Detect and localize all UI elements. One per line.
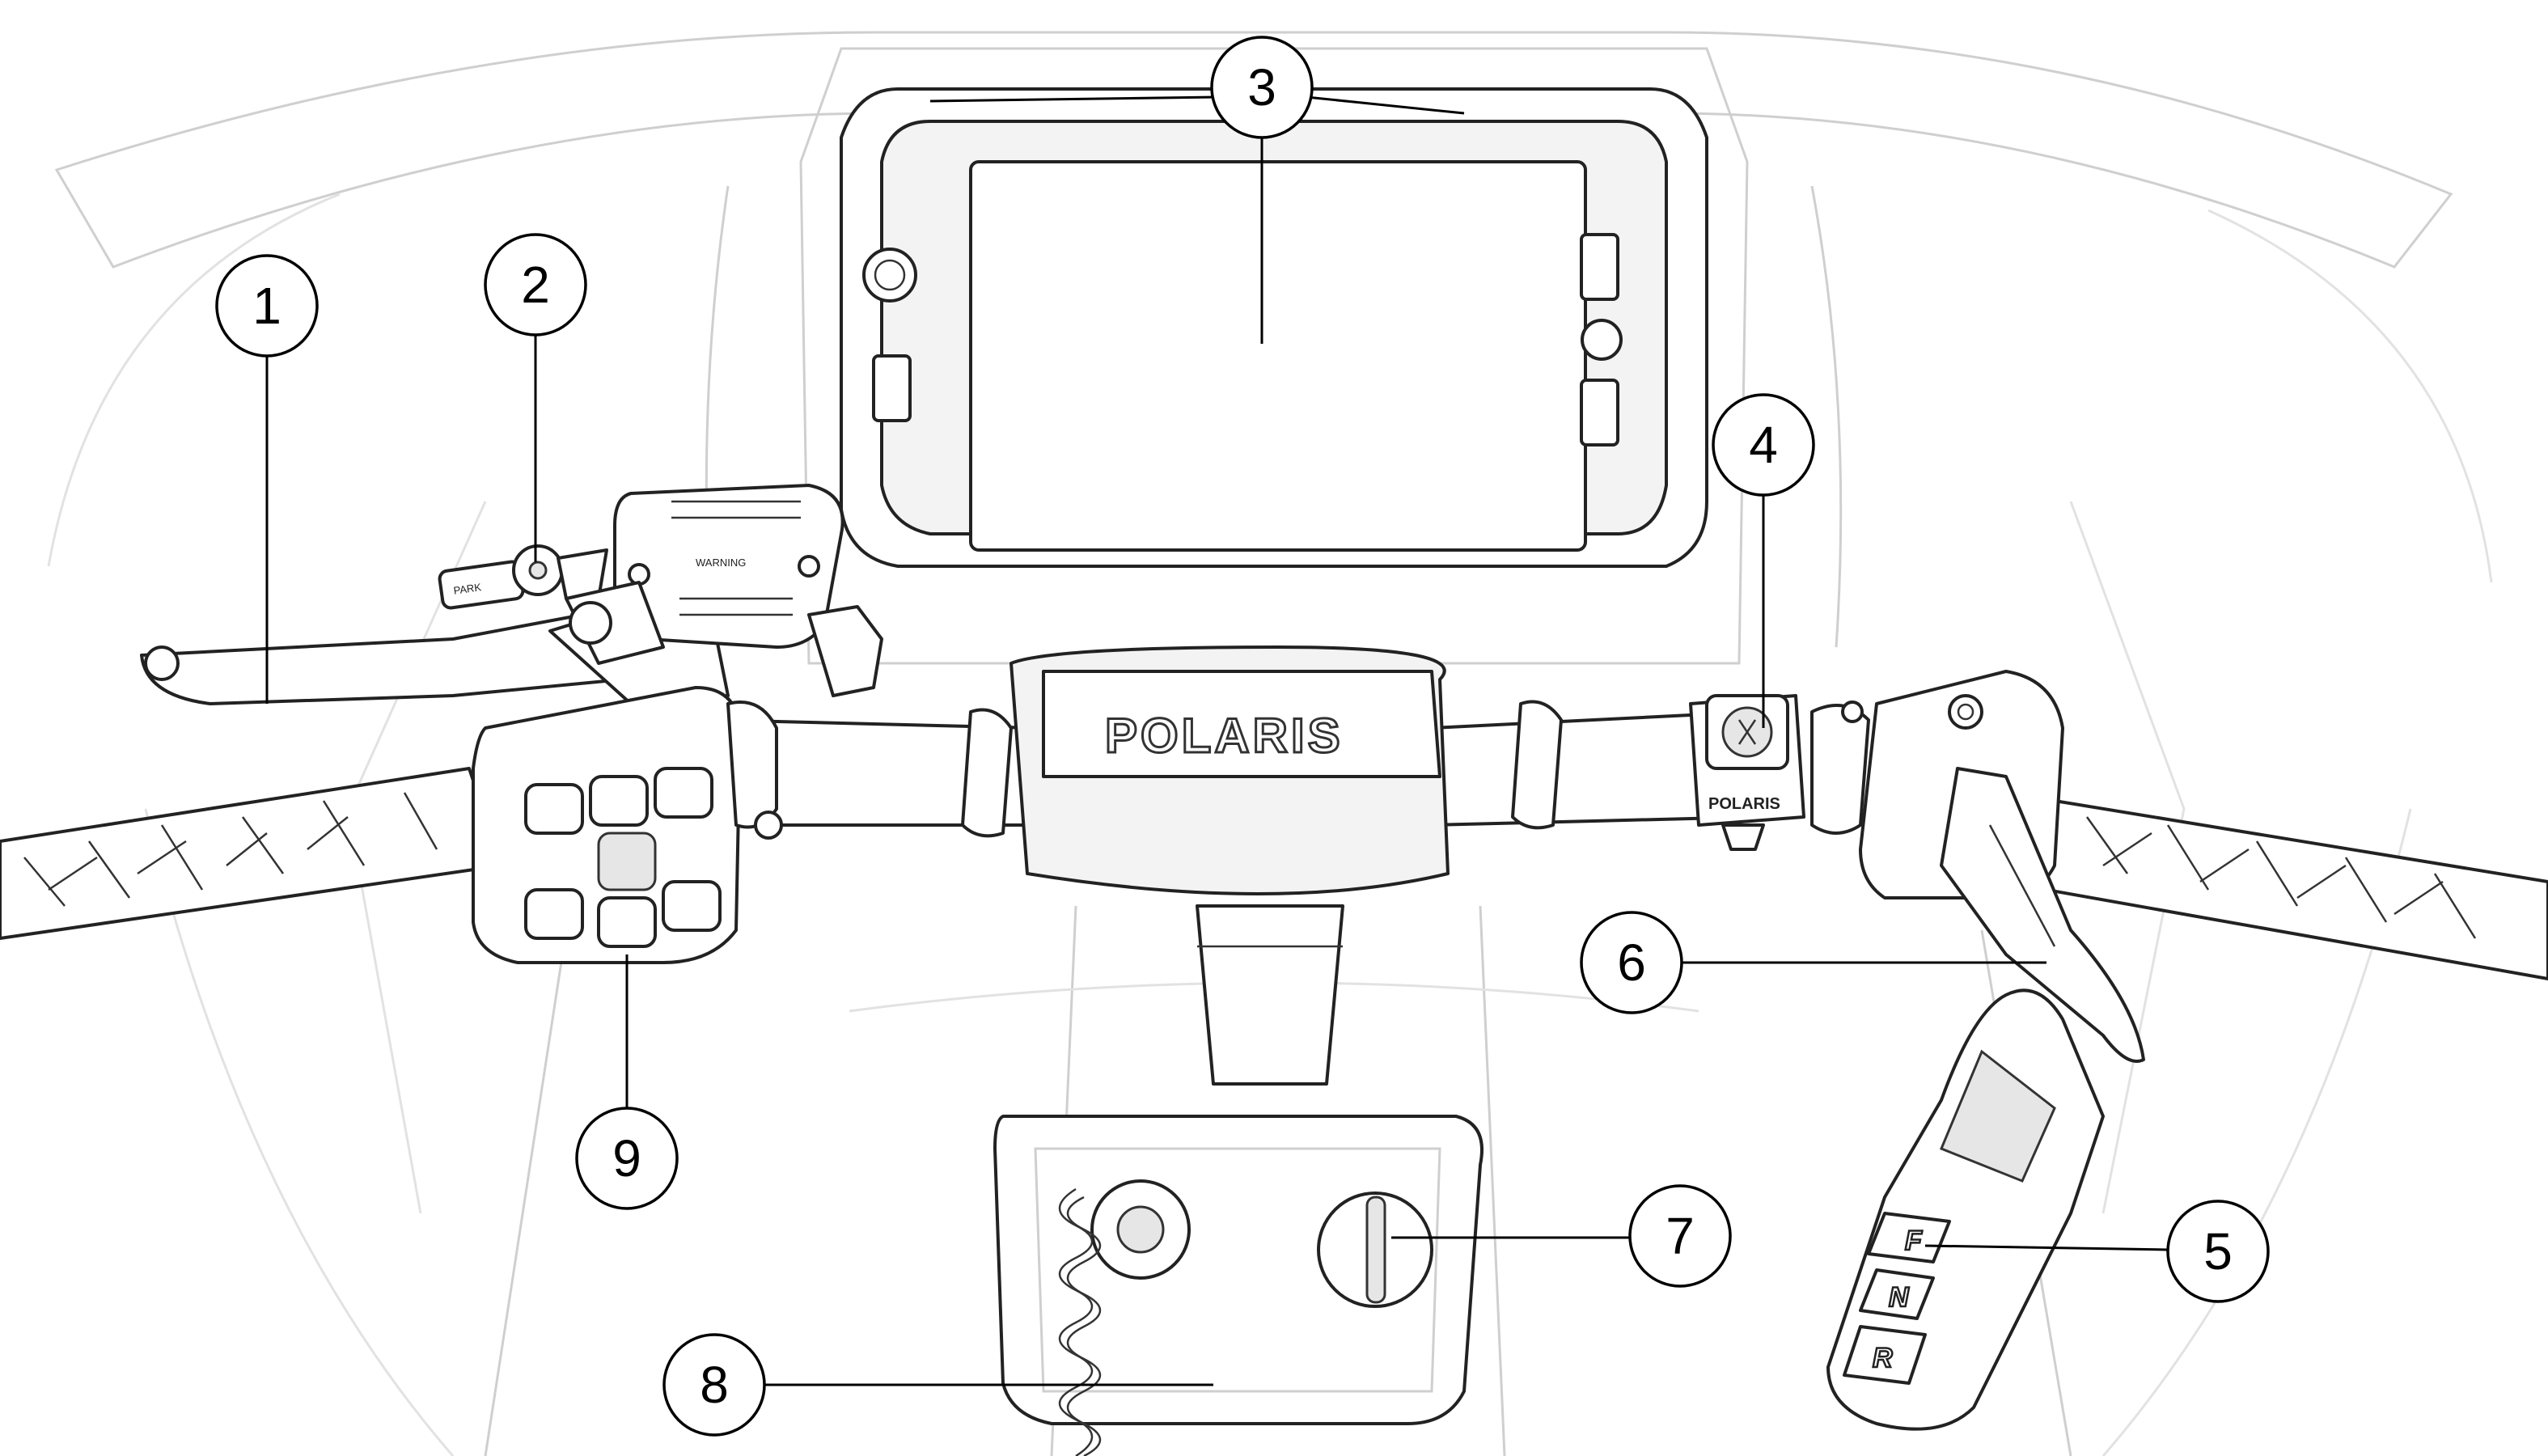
switch-button-3	[654, 767, 713, 819]
callout-2-number: 2	[521, 256, 550, 314]
svg-text:PARK: PARK	[453, 581, 483, 597]
tether-cord	[1066, 1196, 1102, 1456]
display-screen-assembly	[799, 47, 1749, 665]
callout-1: 1	[215, 254, 319, 358]
display-knob-icon	[862, 248, 917, 303]
left-grip	[0, 767, 503, 940]
callout-7-number: 7	[1666, 1207, 1695, 1265]
switch-button-2	[589, 775, 649, 827]
switch-brand-label: POLARIS	[1708, 795, 1780, 813]
callouts: 1 2 3 4 5 6 7 8	[215, 36, 2270, 1437]
display-button-right-mid	[1581, 319, 1623, 361]
callout-1-number: 1	[252, 277, 281, 335]
switch-button-4	[524, 888, 584, 940]
throttle-lever	[1810, 670, 2145, 1063]
right-grip	[2045, 799, 2548, 980]
callout-9: 9	[575, 1107, 679, 1210]
steering-post	[1196, 904, 1344, 1086]
reservoir-warning-label: WARNING	[696, 557, 746, 569]
callout-9-number: 9	[612, 1129, 641, 1187]
callout-8: 8	[662, 1333, 766, 1437]
callout-3-number: 3	[1247, 58, 1276, 116]
callout-2: 2	[484, 233, 587, 336]
lower-console	[993, 1115, 1484, 1456]
left-switch-cluster	[472, 686, 783, 964]
switch-button-5	[597, 896, 657, 948]
callout-7: 7	[1628, 1184, 1732, 1288]
display-button-right-top	[1580, 233, 1619, 301]
gear-shift-selector: F N R	[1826, 988, 2105, 1431]
gear-n-label: N	[1889, 1282, 1910, 1313]
display-screen	[969, 160, 1587, 552]
display-button-left	[872, 354, 912, 422]
leader-3b	[1306, 95, 1465, 115]
leader-3a	[929, 95, 1218, 103]
callout-3: 3	[1210, 36, 1314, 139]
leader-5	[1924, 1244, 2169, 1251]
gear-n-indicator	[1859, 1268, 1935, 1320]
callout-5: 5	[2166, 1200, 2270, 1303]
callout-6-number: 6	[1617, 933, 1646, 992]
callout-6: 6	[1580, 911, 1683, 1014]
gear-f-indicator	[1867, 1212, 1951, 1263]
engine-stop-switch: POLARIS	[1689, 694, 1805, 851]
switch-button-1	[524, 783, 584, 835]
callout-8-number: 8	[700, 1356, 729, 1414]
callout-4-number: 4	[1749, 416, 1778, 474]
brand-logo: POLARIS	[1105, 709, 1344, 763]
callout-5-number: 5	[2203, 1222, 2233, 1280]
brake-fluid-reservoir: WARNING	[565, 484, 883, 697]
gear-r-label: R	[1873, 1343, 1893, 1373]
switch-button-6	[662, 880, 722, 932]
gear-r-indicator	[1843, 1325, 1927, 1385]
handlebar: POLARIS	[710, 645, 1757, 1086]
gear-f-label: F	[1905, 1225, 1923, 1256]
parking-brake-lock: PARK	[438, 544, 608, 610]
leader-lines	[265, 95, 2169, 1386]
switch-button-center	[597, 832, 657, 891]
callout-4: 4	[1712, 393, 1815, 497]
ignition-key	[1365, 1196, 1386, 1304]
display-button-right-bottom	[1580, 379, 1619, 447]
